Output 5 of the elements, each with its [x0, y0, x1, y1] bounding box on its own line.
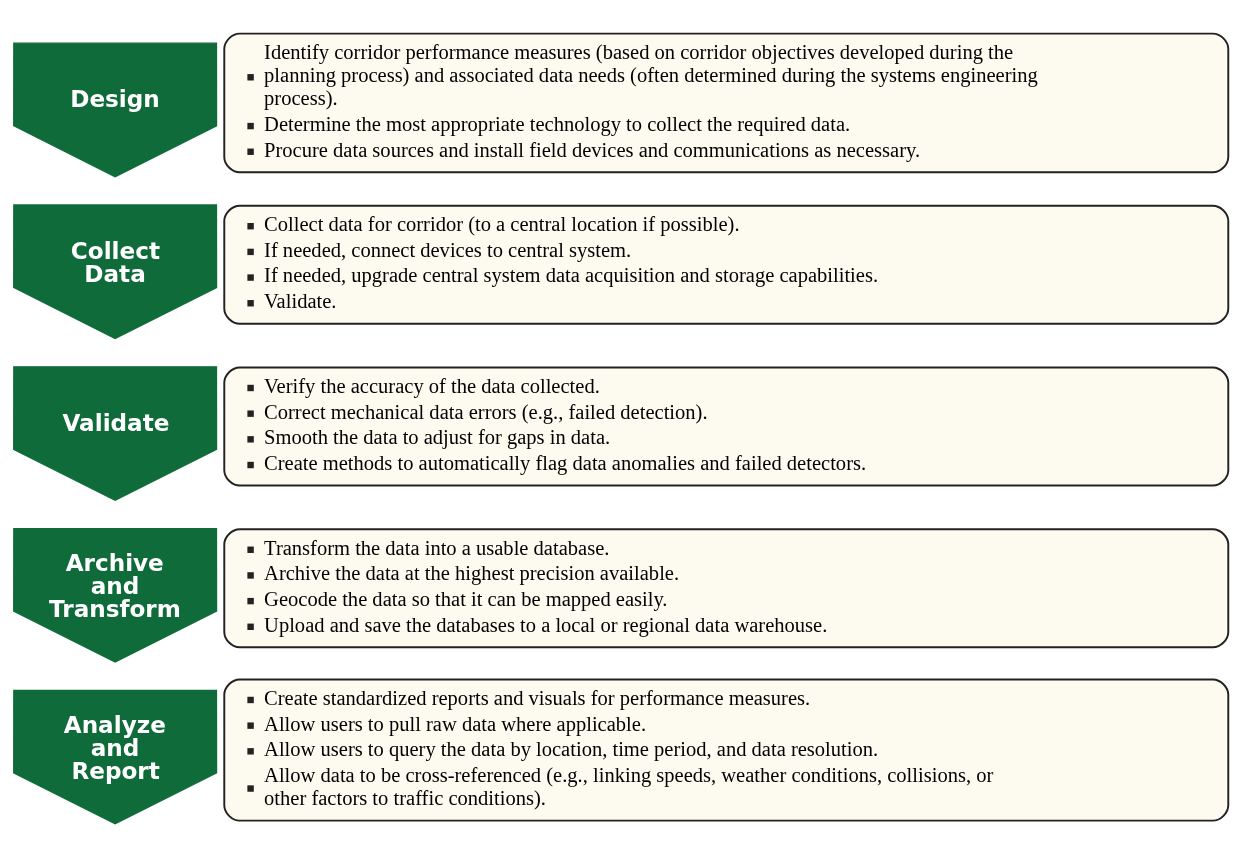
node-box: Create standardized reports and visuals for performance measures. Allow users to pull raw data where applicable. Allow users to query the data by location, time period, and data resolution. Allow data to be cross-referenced (e.g., linking speeds, weather conditions, collisions, or other factors to traffic conditions).: [223, 677, 1230, 822]
node-box: Transform the data into a usable database. Archive the data at the highest precision available. Geocode the data so that it can be mapped easily. Upload and save the databases to a local or regional data warehouse.: [223, 527, 1230, 648]
node-box: Verify the accuracy of the data collected. Correct mechanical data errors (e.g., failed detection). Smooth the data to adjust for gaps in data. Create methods to automatically flag data anomalies and failed detectors.: [223, 365, 1230, 487]
node-box: Collect data for corridor (to a central location if possible). If needed, connect devices to central system. If needed, upgrade central system data acquisition and storage capabilities. Validate.: [223, 204, 1230, 325]
node-box: Identify corridor performance measures (based on corridor objectives developed during the planning process) and associated data needs (often determined during the systems engineering process). Determine the most appropriate technology to collect the required data. Procure data sources and install field devices and communications as necessary.: [223, 32, 1230, 173]
